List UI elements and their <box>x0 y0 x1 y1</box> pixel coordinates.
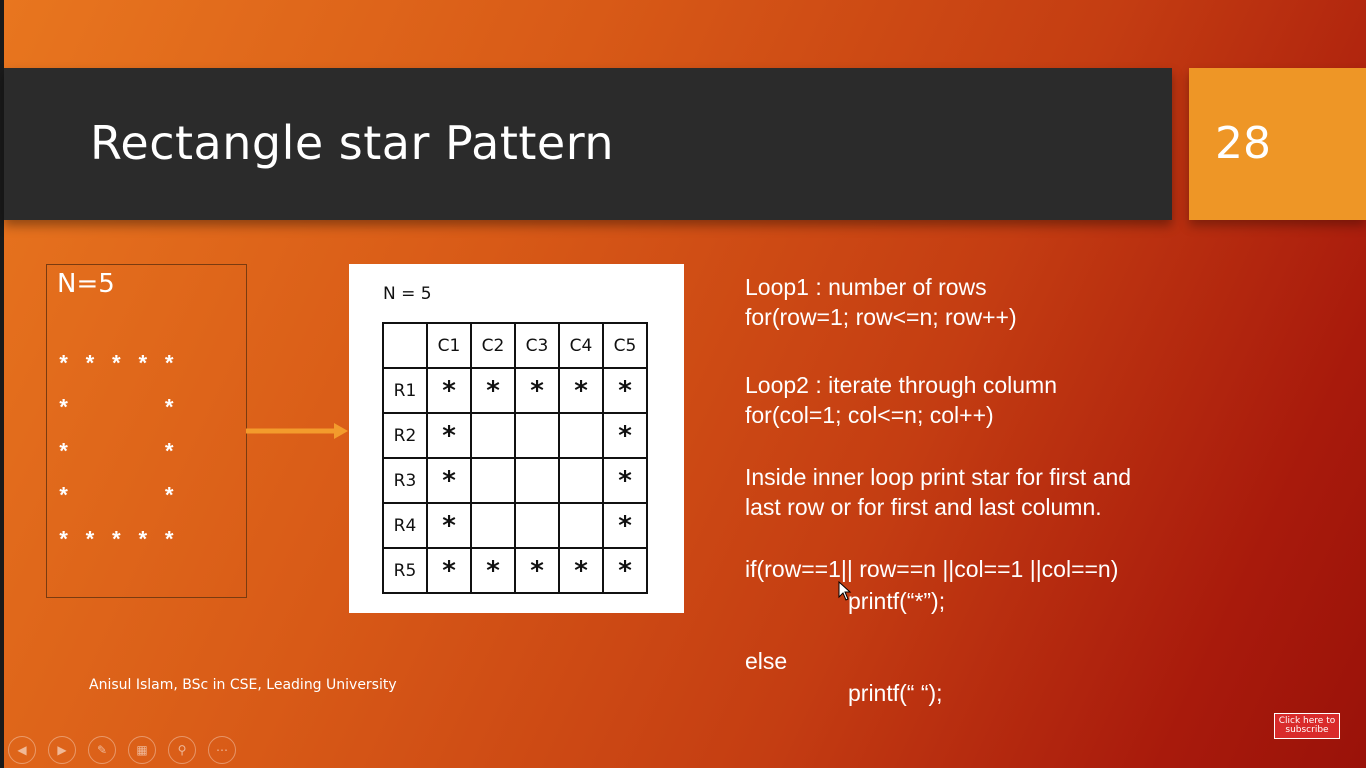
loop1-code: for(row=1; row<=n; row++) <box>745 304 1017 330</box>
table-row: R1 * * * * * <box>382 367 648 414</box>
grid-cell: * <box>514 547 560 594</box>
grid-cell: * <box>426 412 472 459</box>
grid-cell: * <box>602 367 648 414</box>
grid-cell: * <box>426 367 472 414</box>
grid-panel: N = 5 C1 C2 C3 C4 C5 R1 * * * * * R2 * *… <box>349 264 684 613</box>
grid-cell: * <box>426 502 472 549</box>
zoom-icon[interactable]: ⚲ <box>168 736 196 764</box>
grid-n-label: N = 5 <box>383 284 432 304</box>
grid-cell: * <box>426 547 472 594</box>
grid-cell: * <box>602 502 648 549</box>
header-cell: C1 <box>426 322 472 369</box>
pattern-output-box: N=5 * * * * * * * * * * * * * * * * <box>46 264 247 598</box>
star-grid-table: C1 C2 C3 C4 C5 R1 * * * * * R2 * * R3 * <box>382 322 648 594</box>
slide-number: 28 <box>1215 118 1271 169</box>
next-slide-icon[interactable]: ▶ <box>48 736 76 764</box>
window-edge <box>0 0 4 768</box>
grid-cell <box>558 412 604 459</box>
pattern-row: * * <box>57 397 176 422</box>
row-label: R1 <box>382 367 428 414</box>
pattern-row: * * * * * <box>57 353 176 378</box>
slide-number-box: 28 <box>1189 68 1366 220</box>
all-slides-icon[interactable]: ▦ <box>128 736 156 764</box>
grid-cell <box>470 502 516 549</box>
slideshow-controls: ◀ ▶ ✎ ▦ ⚲ ⋯ <box>8 736 236 764</box>
pattern-row: * * * * * <box>57 529 176 554</box>
subscribe-line-2: subscribe <box>1285 725 1329 735</box>
grid-cell <box>558 502 604 549</box>
slide-title: Rectangle star Pattern <box>90 116 614 170</box>
header-cell: C5 <box>602 322 648 369</box>
explanation-line-2: last row or for first and last column. <box>745 494 1102 520</box>
header-cell: C2 <box>470 322 516 369</box>
table-row: R2 * * <box>382 412 648 459</box>
subscribe-button[interactable]: Click here to subscribe <box>1274 713 1340 739</box>
table-row: R3 * * <box>382 457 648 504</box>
grid-cell: * <box>558 367 604 414</box>
mouse-cursor-icon <box>838 581 852 601</box>
grid-cell <box>514 457 560 504</box>
grid-cell: * <box>602 547 648 594</box>
grid-cell <box>470 457 516 504</box>
more-options-icon[interactable]: ⋯ <box>208 736 236 764</box>
grid-cell <box>558 457 604 504</box>
loop2-code: for(col=1; col<=n; col++) <box>745 402 994 428</box>
explanation-line-1: Inside inner loop print star for first a… <box>745 464 1132 490</box>
row-label: R2 <box>382 412 428 459</box>
grid-cell: * <box>602 412 648 459</box>
author-credit: Anisul Islam, BSc in CSE, Leading Univer… <box>89 677 397 693</box>
pattern-row: * * <box>57 441 176 466</box>
row-label: R4 <box>382 502 428 549</box>
grid-cell <box>514 502 560 549</box>
pen-icon[interactable]: ✎ <box>88 736 116 764</box>
grid-cell <box>470 412 516 459</box>
header-cell: C4 <box>558 322 604 369</box>
title-bar: Rectangle star Pattern <box>4 68 1172 220</box>
grid-cell: * <box>470 367 516 414</box>
header-cell <box>382 322 428 369</box>
if-condition-line: if(row==1|| row==n ||col==1 ||col==n) <box>745 556 1119 582</box>
printf-star-line: printf(“*”); <box>848 588 946 614</box>
subscribe-line-1: Click here to <box>1278 716 1336 726</box>
table-header-row: C1 C2 C3 C4 C5 <box>382 322 648 369</box>
arrow-right-icon <box>246 423 348 439</box>
grid-cell: * <box>558 547 604 594</box>
table-row: R4 * * <box>382 502 648 549</box>
pattern-row: * * <box>57 485 176 510</box>
loop2-title: Loop2 : iterate through column <box>745 372 1057 398</box>
grid-cell: * <box>426 457 472 504</box>
else-line: else <box>745 648 788 674</box>
pattern-n-label: N=5 <box>57 269 115 299</box>
grid-cell: * <box>514 367 560 414</box>
row-label: R3 <box>382 457 428 504</box>
table-row: R5 * * * * * <box>382 547 648 594</box>
grid-cell <box>514 412 560 459</box>
header-cell: C3 <box>514 322 560 369</box>
loop1-title: Loop1 : number of rows <box>745 274 987 300</box>
row-label: R5 <box>382 547 428 594</box>
printf-space-line: printf(“ “); <box>848 680 943 706</box>
grid-cell: * <box>602 457 648 504</box>
grid-cell: * <box>470 547 516 594</box>
previous-slide-icon[interactable]: ◀ <box>8 736 36 764</box>
